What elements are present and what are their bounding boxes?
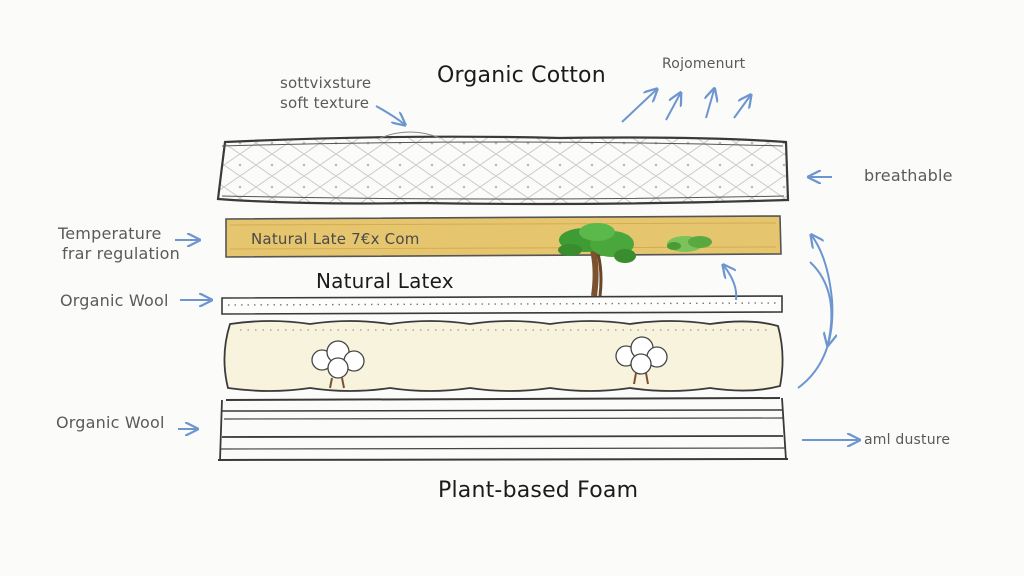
- latex-strip-text: Natural Late 7€x Com: [251, 230, 420, 248]
- organic-wool-label-lower: Organic Wool: [56, 413, 165, 432]
- temperature-label: Temperature: [58, 224, 162, 243]
- breathable-label: breathable: [864, 166, 953, 185]
- cotton-boll-icon: [311, 340, 365, 389]
- organic-wool-layer-thick: [223, 320, 784, 392]
- aml-dusture-label: aml dusture: [864, 432, 951, 448]
- plant-based-foam-layer: [217, 397, 789, 461]
- scribble-label-top-left: sottvixsture: [280, 74, 372, 92]
- organic-wool-label-upper: Organic Wool: [60, 291, 169, 310]
- organic-wool-layer-thin: [221, 295, 783, 315]
- top-right-scribble-label: Rojomenurt: [662, 56, 746, 72]
- soft-texture-label: soft texture: [280, 94, 370, 112]
- organic-cotton-layer: [216, 131, 790, 206]
- organic-cotton-label: Organic Cotton: [437, 63, 606, 88]
- natural-latex-label: Natural Latex: [316, 269, 454, 293]
- leaf-cluster-icon: [667, 236, 712, 252]
- cotton-boll-icon: [615, 336, 668, 385]
- tree-icon: [558, 223, 636, 297]
- arrow-icon: [175, 90, 858, 440]
- plant-based-foam-label: Plant-based Foam: [438, 478, 639, 503]
- regulation-label: frar regulation: [62, 244, 180, 263]
